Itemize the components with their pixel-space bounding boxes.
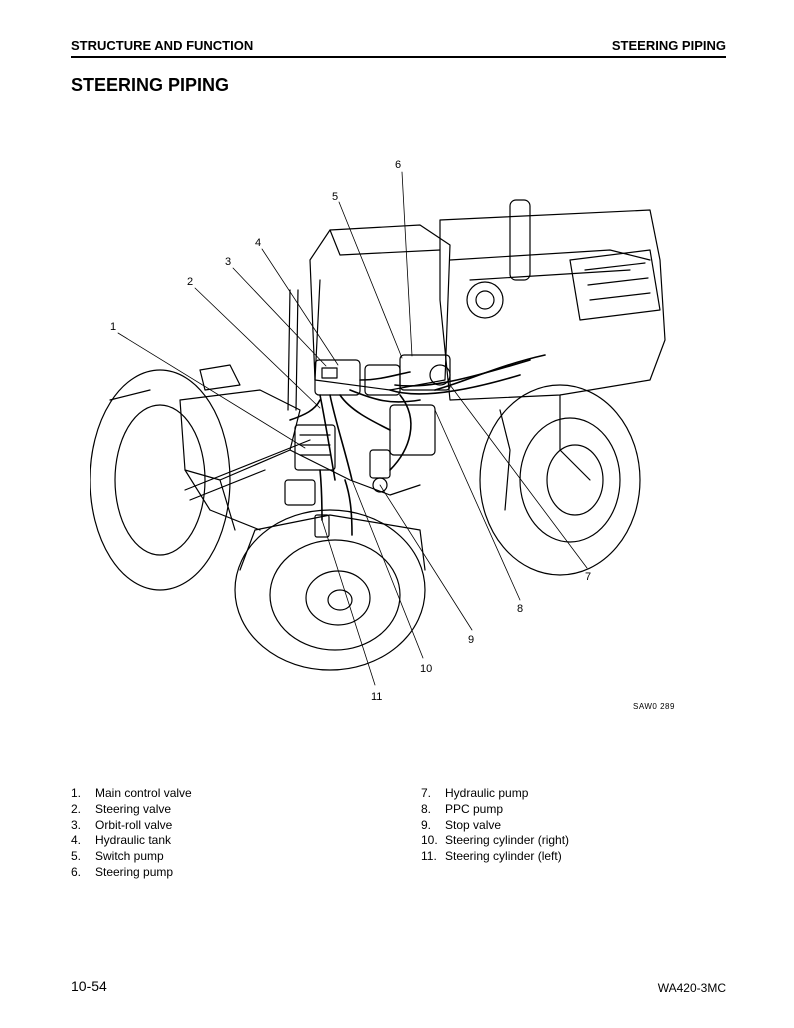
legend-item: 2. Steering valve — [71, 802, 192, 818]
page-number: 10-54 — [71, 978, 107, 994]
legend-label: Hydraulic tank — [95, 833, 172, 848]
legend-number: 6. — [71, 864, 82, 879]
callout-6: 6 — [395, 159, 401, 171]
legend-label: Steering cylinder (left) — [445, 849, 562, 864]
legend-item: 7. Hydraulic pump — [421, 786, 569, 802]
cab-outline — [287, 224, 451, 411]
legend-label: Main control valve — [95, 786, 192, 800]
legend-number: 11. — [421, 849, 437, 864]
callout-9: 9 — [468, 634, 474, 646]
legend-item: 8. PPC pump — [421, 802, 569, 818]
callout-2: 2 — [187, 276, 193, 288]
legend-item: 11. Steering cylinder (left) — [421, 849, 569, 865]
legend-item: 3. Orbit-roll valve — [71, 818, 192, 834]
legend-label: Steering pump — [95, 864, 174, 879]
legend-item: 1. Main control valve — [71, 786, 192, 802]
legend-number: 2. — [71, 801, 82, 816]
steering-piping-illustration: 1 2 3 4 5 6 7 8 9 10 11 — [90, 150, 700, 720]
callout-5: 5 — [332, 191, 338, 203]
model-number: WA420-3MC — [657, 981, 726, 995]
page-header: STRUCTURE AND FUNCTION STEERING PIPING — [71, 38, 726, 58]
legend-label: Switch pump — [95, 849, 164, 864]
rear-body-outline — [439, 199, 666, 481]
legend-item: 6. Steering pump — [71, 865, 192, 881]
legend-item: 5. Switch pump — [71, 849, 192, 865]
legend-item: 9. Stop valve — [421, 818, 569, 834]
legend-number: 9. — [421, 817, 432, 832]
legend-item: 10. Steering cylinder (right) — [421, 833, 569, 849]
legend-number: 10. — [421, 833, 438, 848]
legend-label: Steering cylinder (right) — [445, 833, 570, 848]
legend-number: 5. — [71, 849, 82, 864]
legend-right-column: 7. Hydraulic pump 8. PPC pump 9. Stop valve… — [421, 786, 569, 865]
rear-wheel — [479, 384, 641, 576]
callout-7: 7 — [585, 571, 591, 583]
callout-11: 11 — [371, 691, 382, 703]
legend-label: Orbit-roll valve — [95, 817, 173, 832]
legend-label: Stop valve — [445, 817, 502, 832]
steering-hoses — [289, 354, 546, 536]
callout-10: 10 — [420, 663, 432, 675]
legend-number: 1. — [71, 786, 82, 800]
hydraulic-components — [284, 354, 451, 538]
callout-1: 1 — [110, 321, 116, 333]
legend-number: 3. — [71, 817, 82, 832]
legend-label: Hydraulic pump — [445, 786, 529, 800]
callout-8: 8 — [517, 603, 523, 615]
callout-leaders — [117, 171, 588, 686]
header-divider — [71, 56, 726, 58]
callout-4: 4 — [255, 237, 261, 249]
legend-label: Steering valve — [95, 801, 172, 816]
legend-item: 4. Hydraulic tank — [71, 833, 192, 849]
figure-code: SAW0 289 — [633, 702, 675, 711]
callout-3: 3 — [225, 256, 231, 268]
legend-label: PPC pump — [445, 801, 504, 816]
legend-number: 8. — [421, 801, 432, 816]
front-wheel-right — [234, 509, 426, 671]
callout-labels: 1 2 3 4 5 6 7 8 9 10 11 — [110, 159, 591, 703]
page-title: STEERING PIPING — [71, 75, 230, 95]
legend-number: 7. — [421, 786, 432, 800]
header-section-title: STRUCTURE AND FUNCTION — [71, 38, 254, 53]
header-topic-title: STEERING PIPING — [611, 38, 726, 53]
front-frame-outline — [179, 364, 421, 531]
legend-number: 4. — [71, 833, 82, 848]
front-wheel-left — [90, 369, 231, 591]
legend-left-column: 1. Main control valve 2. Steering valve 3.… — [71, 786, 192, 881]
